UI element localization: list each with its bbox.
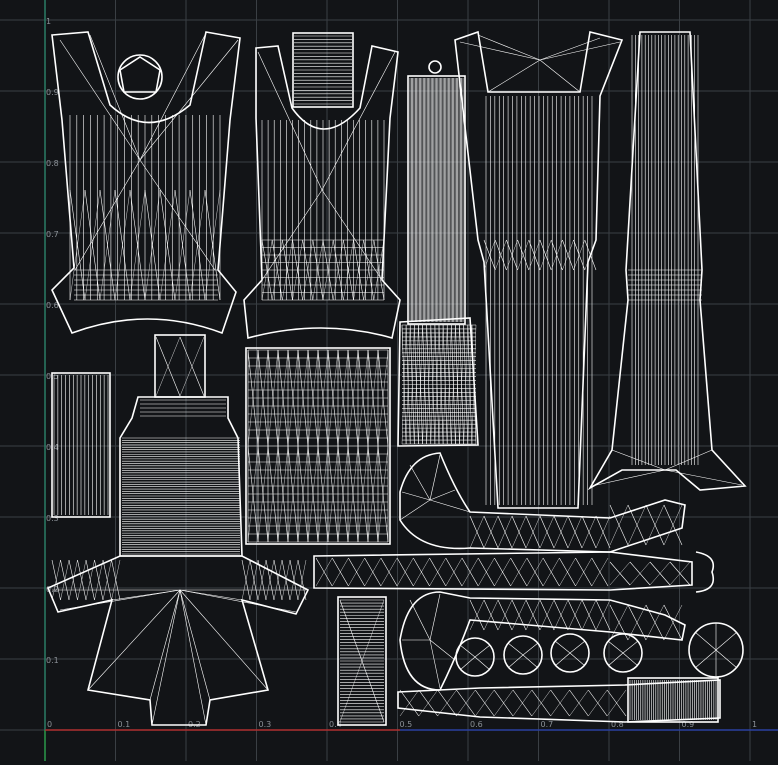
uv-island-leg-b[interactable] xyxy=(587,31,747,491)
v-axis-label: 0.7 xyxy=(46,230,59,239)
uv-island-torso-back[interactable] xyxy=(243,32,401,340)
uv-island-long-bar[interactable] xyxy=(313,551,715,593)
u-axis-label: 0.8 xyxy=(611,720,624,729)
v-axis-label: 0.2 xyxy=(46,585,59,594)
v-axis-label: 0.1 xyxy=(46,656,59,665)
uv-island-hook-b[interactable] xyxy=(399,591,686,691)
v-axis-label: 0.6 xyxy=(46,301,59,310)
v-axis-label: 0.3 xyxy=(46,514,59,523)
u-axis-label: 0.5 xyxy=(400,720,413,729)
u-axis-label: 0.6 xyxy=(470,720,483,729)
v-axis-label: 0.9 xyxy=(46,88,59,97)
u-axis-label: 0.7 xyxy=(541,720,554,729)
uv-island-bottom-bar[interactable] xyxy=(397,677,721,723)
v-axis-label: 0.8 xyxy=(46,159,59,168)
uv-island-dense-block[interactable] xyxy=(397,317,479,447)
u-axis-label: 1 xyxy=(752,720,757,729)
uv-island-leg-a[interactable] xyxy=(454,30,624,509)
uv-island-small-rect[interactable] xyxy=(51,372,111,518)
v-axis-label: 1 xyxy=(46,17,51,26)
uv-island-arm[interactable] xyxy=(119,334,243,557)
uv-island-flare[interactable] xyxy=(46,555,310,726)
u-axis-label: 0.3 xyxy=(259,720,272,729)
uv-island-narrow-strip[interactable] xyxy=(337,596,387,726)
uv-island-torso-front[interactable] xyxy=(51,31,241,335)
uv-island-button-row[interactable] xyxy=(455,622,744,678)
u-axis-label: 0.9 xyxy=(682,720,695,729)
uv-islands[interactable] xyxy=(46,30,747,726)
u-axis-label: 0.1 xyxy=(118,720,131,729)
uv-island-strip[interactable] xyxy=(407,60,466,325)
u-axis-label: 0.4 xyxy=(329,720,342,729)
u-axis-label: 0 xyxy=(47,720,52,729)
uv-island-grid-mesh[interactable] xyxy=(245,347,391,545)
uv-island-hook-a[interactable] xyxy=(399,452,686,553)
